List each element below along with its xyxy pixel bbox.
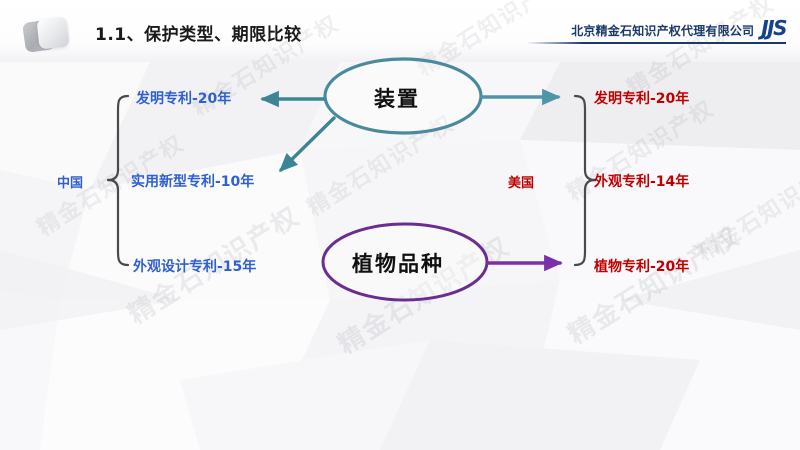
group-label-china: 中国 — [57, 176, 84, 191]
header-band — [0, 0, 800, 62]
us-item-invention: 发明专利-20年 — [594, 91, 690, 107]
right-brace — [573, 94, 597, 267]
brand-underline — [526, 42, 786, 44]
company-name: 北京精金石知识产权代理有限公司 — [571, 24, 755, 38]
group-label-usa: 美国 — [508, 176, 535, 191]
left-brace — [106, 94, 130, 267]
page-title: 1.1、保护类型、期限比较 — [95, 25, 302, 45]
connector-device-to-cn-utility — [278, 116, 336, 172]
logo-square-front — [36, 16, 70, 50]
brand-block: 北京精金石知识产权代理有限公司 JJS — [571, 16, 787, 40]
node-device-label: 装置 — [374, 87, 420, 111]
cn-item-utility-model: 实用新型专利-10年 — [131, 174, 255, 190]
jjs-logo: JJS — [761, 16, 787, 40]
cn-item-invention: 发明专利-20年 — [136, 91, 232, 107]
node-plant-variety-label: 植物品种 — [352, 252, 444, 276]
us-item-plant: 植物专利-20年 — [594, 259, 690, 275]
cn-item-design: 外观设计专利-15年 — [133, 259, 257, 275]
overlapping-squares-logo — [22, 16, 80, 56]
us-item-design: 外观专利-14年 — [594, 174, 690, 190]
